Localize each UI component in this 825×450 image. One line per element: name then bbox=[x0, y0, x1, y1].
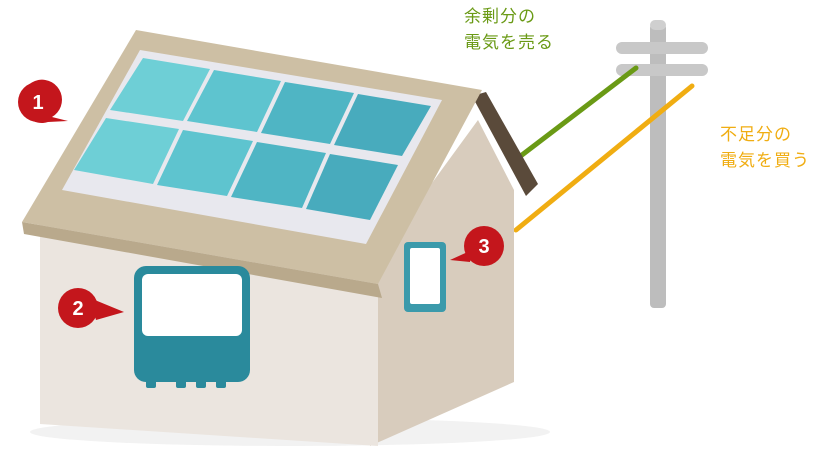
sell-label-line1: 余剰分の bbox=[464, 7, 536, 27]
utility-pole bbox=[616, 20, 708, 308]
solar-panel bbox=[334, 94, 431, 156]
energy-monitor bbox=[404, 242, 446, 312]
buy-label-line1: 不足分の bbox=[720, 125, 792, 145]
solar-panel bbox=[261, 82, 354, 144]
buy-label-line2: 電気を買う bbox=[720, 151, 810, 171]
solar-panel bbox=[231, 142, 326, 208]
roof-edge bbox=[22, 222, 382, 298]
sell-power-line bbox=[515, 65, 639, 161]
solar-panel bbox=[306, 154, 398, 220]
power-conditioner bbox=[134, 266, 250, 388]
solar-panel bbox=[110, 58, 210, 121]
badge-2: 2 bbox=[58, 288, 124, 328]
buy-shortfall-label: 不足分の 電気を買う bbox=[720, 122, 810, 174]
buy-power-line bbox=[513, 83, 695, 233]
badge-1-number: 1 bbox=[32, 92, 43, 114]
badge-2-number: 2 bbox=[72, 298, 83, 320]
solar-panel bbox=[187, 70, 281, 132]
sell-surplus-label: 余剰分の 電気を売る bbox=[464, 4, 554, 56]
badge-3-number: 3 bbox=[478, 236, 489, 258]
solar-panels bbox=[74, 58, 431, 220]
solar-panel bbox=[157, 130, 253, 196]
solar-panel bbox=[74, 118, 179, 184]
badge-1: 1 bbox=[18, 79, 69, 123]
roof-eave bbox=[472, 92, 538, 196]
sell-label-line2: 電気を売る bbox=[464, 33, 554, 53]
badge-3: 3 bbox=[450, 226, 504, 266]
